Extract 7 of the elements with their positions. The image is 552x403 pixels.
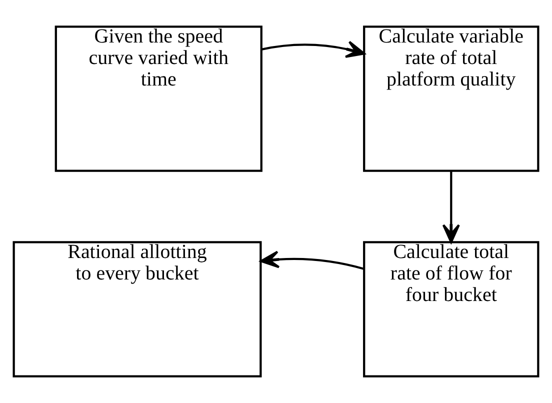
- arrow: [442, 171, 460, 244]
- arrow: [261, 40, 366, 58]
- node-box: Calculate variable rate of total platform quality: [363, 26, 540, 172]
- node-box: Rational allotting to every bucket: [12, 241, 262, 378]
- arrow: [260, 250, 364, 270]
- node-box: Given the speed curve varied with time: [54, 26, 262, 172]
- node-box: Calculate total rate of flow for four bucket: [363, 241, 540, 378]
